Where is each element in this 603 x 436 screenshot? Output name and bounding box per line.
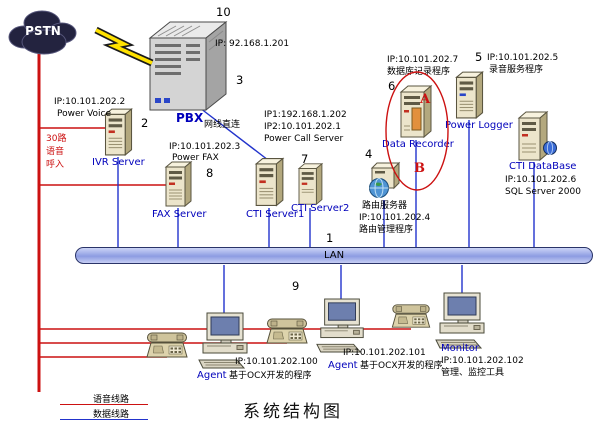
incoming-note-line3: 呼入: [46, 160, 65, 170]
desktop-computer-icon: [198, 312, 248, 369]
logger-number: 5: [475, 50, 483, 64]
fax-software-text: Power FAX: [172, 153, 219, 163]
monitor-ip-text: IP:10.101.202.102: [441, 356, 524, 366]
legend-data-line: [60, 419, 148, 420]
monitor-workstation: [433, 292, 491, 354]
legend-data-label: 数据线路: [93, 410, 130, 420]
ctidb-label: CTI DataBase: [509, 161, 577, 172]
database-server-icon: [517, 110, 557, 162]
agent1-workstation: [197, 312, 253, 374]
pbx-ip-text: IP: 92.168.1.201: [215, 39, 290, 49]
pstn-cloud: PSTN: [6, 6, 80, 64]
mark-b: B: [414, 161, 425, 176]
fax-server-node: [162, 160, 194, 212]
power-logger-node: [453, 70, 485, 124]
server-icon: [254, 157, 285, 207]
router-ip-text: IP:10.101.202.4: [359, 213, 431, 223]
router-number: 4: [365, 147, 373, 161]
ivr-label: IVR Server: [92, 157, 145, 168]
pstn-label: PSTN: [25, 24, 61, 38]
router-globe-icon: [369, 161, 401, 198]
desktop-computer-icon: [316, 298, 364, 353]
ivr-number: 2: [141, 116, 149, 130]
logger-ip-text: IP:10.101.202.5: [487, 53, 559, 63]
cti-server2-label: CTI Server2: [291, 203, 350, 214]
lan-bus: LAN: [75, 247, 593, 264]
telephone-icon: [146, 332, 188, 358]
data-lines: [117, 107, 535, 316]
agent2-desc-text: 基于OCX开发的程序: [360, 361, 443, 371]
lan-number: 1: [326, 231, 334, 245]
recorder-label: Data Recorder: [382, 139, 454, 150]
router-software-text: 路由管理程序: [359, 225, 414, 235]
cti-server1-node: [253, 156, 285, 212]
fax-number: 8: [206, 166, 214, 180]
agent1-label: Agent: [197, 370, 227, 381]
incoming-note-line1: 30路: [46, 134, 67, 144]
recorder-ip-text: IP:10.101.202.7: [387, 55, 459, 65]
fax-ip-text: IP:10.101.202.3: [169, 142, 241, 152]
router-server-node: [366, 156, 402, 204]
server-icon: [104, 107, 133, 157]
pbx-number: 10: [216, 5, 231, 19]
server-icon: [455, 70, 484, 120]
cti-database-node: [516, 110, 558, 166]
monitor-desc-text: 管理、监控工具: [441, 368, 505, 378]
cloud-icon: PSTN: [8, 10, 77, 55]
direct-cable-note: 网线直连: [204, 120, 241, 130]
agent1-ip-text: IP:10.101.202.100: [235, 357, 318, 367]
agent2-ip-text: IP:10.101.202.101: [343, 348, 426, 358]
cti-ip1-text: IP1:192.168.1.202: [264, 110, 347, 120]
ctidb-software-text: SQL Server 2000: [505, 187, 581, 197]
logger-label: Power Logger: [445, 120, 513, 131]
agent2-phone: [266, 316, 308, 350]
ctidb-ip-text: IP:10.101.202.6: [505, 175, 577, 185]
cti-software-text: Power Call Server: [264, 134, 344, 144]
telephone-icon: [391, 304, 431, 328]
recorder-number: 6: [388, 79, 396, 93]
recorder-software-text: 数据库记录程序: [387, 67, 451, 77]
desktop-computer-icon: [435, 292, 485, 349]
agent1-desc-text: 基于OCX开发的程序: [229, 371, 312, 381]
pbx-cable-number: 3: [236, 73, 244, 87]
legend-voice-line: [60, 404, 148, 405]
agent2-label: Agent: [328, 360, 358, 371]
ivr-software-text: Power Voice: [57, 109, 112, 119]
ivr-ip-text: IP:10.101.202.2: [54, 97, 126, 107]
monitor-label: Monitor: [441, 343, 480, 354]
legend-voice-label: 语音线路: [93, 395, 130, 405]
pbx-label: PBX: [176, 111, 204, 125]
pbx-switch-icon: [148, 20, 228, 112]
diagram-title: 系统结构图: [243, 402, 343, 422]
router-label: 路由服务器: [362, 201, 408, 211]
agent1-phone: [146, 330, 188, 364]
mark-a: A: [420, 92, 431, 107]
lan-label: LAN: [323, 250, 345, 261]
server-icon: [164, 160, 193, 208]
cti-ip2-text: IP2:10.101.202.1: [264, 122, 341, 132]
agent2-workstation: [315, 298, 369, 358]
fax-label: FAX Server: [152, 209, 207, 220]
telephone-icon: [266, 318, 308, 344]
ivr-server-node: [102, 107, 134, 161]
cti-server2-node: [296, 162, 324, 210]
pbx-node: [148, 20, 228, 116]
number-9: 9: [292, 279, 300, 293]
monitor-phone: [391, 302, 431, 334]
logger-software-text: 录音服务程序: [489, 65, 544, 75]
server-icon: [297, 162, 324, 206]
incoming-note-line2: 语音: [46, 147, 65, 157]
cti-number: 7: [301, 152, 309, 166]
cti-server1-label: CTI Server1: [246, 209, 305, 220]
